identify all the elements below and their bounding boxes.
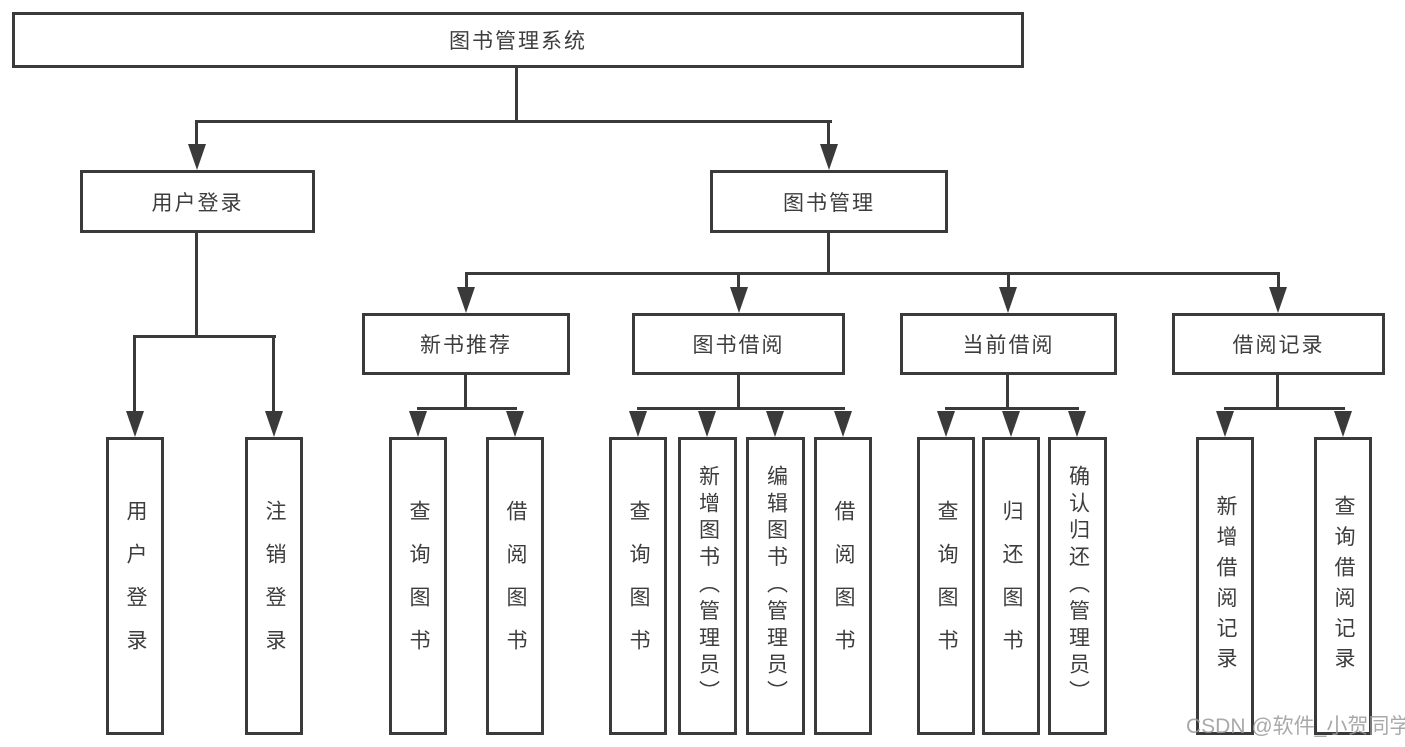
connector-records-trunk xyxy=(1276,375,1279,409)
connector-records-branch xyxy=(1224,407,1345,410)
leaf-label: 查询图书 xyxy=(627,499,650,673)
arrow-down-icon xyxy=(834,411,852,437)
connector-root-trunk xyxy=(515,68,518,121)
leaf-return-books: 归还图书 xyxy=(982,437,1040,735)
leaf-label: 用户登录 xyxy=(124,499,147,673)
connector-recommend-branch xyxy=(417,407,517,410)
arrow-down-icon xyxy=(730,287,748,313)
connector-user-login-trunk xyxy=(195,233,198,337)
csdn-watermark: CSDN @软件_小贺同学 xyxy=(1186,715,1405,738)
leaf-edit-books-admin: 编辑图书（管理员） xyxy=(746,437,805,735)
connector-recommend-trunk xyxy=(464,375,467,409)
leaf-label: 编辑图书（管理员） xyxy=(764,465,788,707)
leaf-label: 查询图书 xyxy=(407,499,430,673)
leaf-label: 借阅图书 xyxy=(832,499,855,673)
leaf-label: 借阅图书 xyxy=(504,499,527,673)
node-label: 新书推荐 xyxy=(420,334,512,357)
connector-drop-current-borrow xyxy=(1007,272,1010,292)
leaf-label: 查询图书 xyxy=(935,499,958,673)
arrow-down-icon xyxy=(1334,411,1352,437)
node-library-management-system: 图书管理系统 xyxy=(12,12,1024,68)
leaf-user-login: 用户登录 xyxy=(106,437,164,735)
leaf-query-books: 查询图书 xyxy=(917,437,975,735)
node-label: 用户登录 xyxy=(151,191,244,215)
leaf-query-books: 查询图书 xyxy=(389,437,447,735)
connector-drop-logout xyxy=(272,335,275,413)
connector-user-login-branch xyxy=(134,335,276,338)
node-label: 当前借阅 xyxy=(962,334,1055,357)
leaf-label: 新增图书（管理员） xyxy=(696,465,720,707)
node-label: 借阅记录 xyxy=(1232,334,1325,357)
arrow-down-icon xyxy=(1068,411,1086,437)
leaf-logout: 注销登录 xyxy=(245,437,303,735)
leaf-add-borrow-record: 新增借阅记录 xyxy=(1196,437,1254,735)
connector-current-trunk xyxy=(1006,375,1009,409)
connector-drop-borrow-records xyxy=(1277,272,1280,292)
leaf-borrow-books: 借阅图书 xyxy=(814,437,872,735)
node-borrowing-records: 借阅记录 xyxy=(1172,313,1385,375)
arrow-down-icon xyxy=(1269,287,1287,313)
arrow-down-icon xyxy=(766,411,784,437)
connector-book-mgmt-branch xyxy=(465,272,1280,275)
arrow-down-icon xyxy=(698,411,716,437)
connector-current-branch xyxy=(945,407,1079,410)
connector-root-branch xyxy=(196,120,832,123)
leaf-add-books-admin: 新增图书（管理员） xyxy=(678,437,737,735)
leaf-label: 归还图书 xyxy=(1000,499,1023,673)
connector-drop-book-borrow xyxy=(737,272,740,292)
connector-borrowing-trunk xyxy=(737,375,740,409)
leaf-query-borrow-record: 查询借阅记录 xyxy=(1314,437,1372,735)
leaf-label: 新增借阅记录 xyxy=(1214,494,1237,678)
leaf-query-books: 查询图书 xyxy=(609,437,667,735)
arrow-down-icon xyxy=(409,411,427,437)
arrow-down-icon xyxy=(937,411,955,437)
node-user-login: 用户登录 xyxy=(80,170,315,233)
connector-drop-book-management xyxy=(827,120,830,148)
connector-drop-login xyxy=(133,335,136,413)
arrow-down-icon xyxy=(820,144,838,170)
leaf-label: 确认归还（管理员） xyxy=(1066,465,1090,707)
connector-book-mgmt-trunk xyxy=(827,233,830,274)
arrow-down-icon xyxy=(188,144,206,170)
node-book-management: 图书管理 xyxy=(710,170,948,233)
node-new-book-recommend: 新书推荐 xyxy=(362,313,570,375)
connector-borrowing-branch xyxy=(637,407,845,410)
node-label: 图书借阅 xyxy=(692,334,785,357)
arrow-down-icon xyxy=(1216,411,1234,437)
node-label: 图书管理系统 xyxy=(449,30,587,53)
arrow-down-icon xyxy=(629,411,647,437)
node-current-borrowing: 当前借阅 xyxy=(900,313,1117,375)
arrow-down-icon xyxy=(126,411,144,437)
leaf-label: 注销登录 xyxy=(263,499,286,673)
arrow-down-icon xyxy=(265,411,283,437)
leaf-label: 查询借阅记录 xyxy=(1332,494,1355,678)
connector-drop-user-login xyxy=(195,120,198,148)
leaf-borrow-books: 借阅图书 xyxy=(486,437,544,735)
arrow-down-icon xyxy=(999,287,1017,313)
node-book-borrowing: 图书借阅 xyxy=(632,313,845,375)
arrow-down-icon xyxy=(1002,411,1020,437)
arrow-down-icon xyxy=(506,411,524,437)
node-label: 图书管理 xyxy=(783,191,875,215)
arrow-down-icon xyxy=(457,287,475,313)
leaf-confirm-return-admin: 确认归还（管理员） xyxy=(1048,437,1107,735)
connector-drop-new-books xyxy=(465,272,468,292)
